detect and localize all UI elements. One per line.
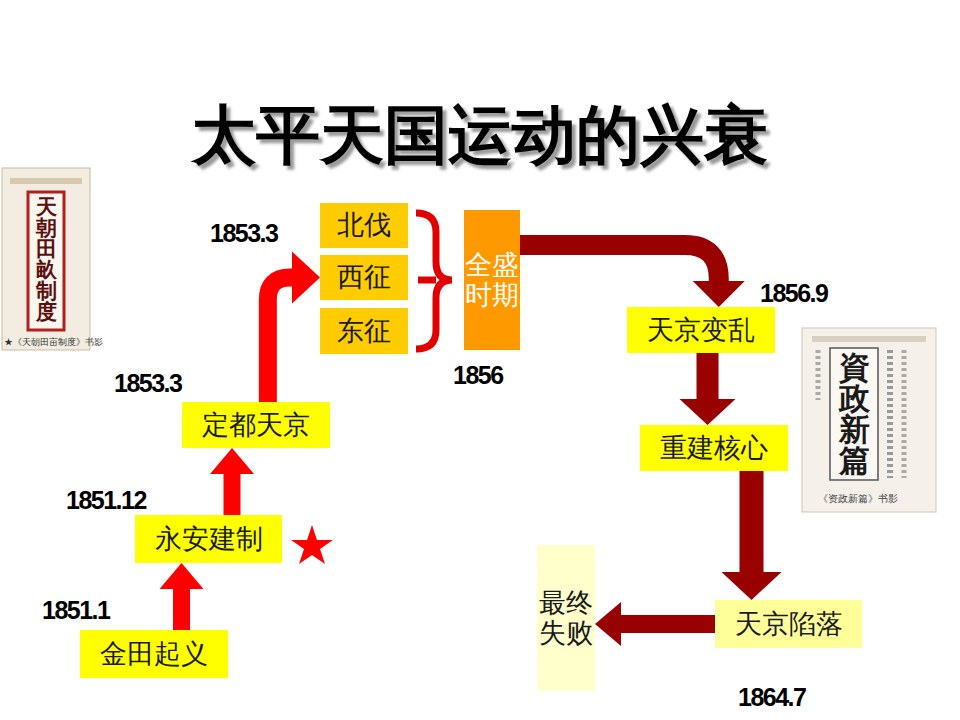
- stage-box: 东征: [320, 308, 408, 354]
- box-label: 东征: [337, 316, 391, 346]
- group-brace: [418, 277, 436, 284]
- stage-box: 永安建制: [135, 515, 282, 563]
- stage-box: 重建核心: [640, 425, 788, 471]
- arrow-shaft: [697, 353, 719, 399]
- flow-arrow: [160, 563, 204, 630]
- stage-box: 最终失败: [537, 545, 595, 691]
- book-title: 天朝田畝制度: [33, 196, 59, 322]
- arrow-head: [595, 602, 621, 646]
- flow-arrow: [595, 602, 715, 646]
- book-cover: [2, 168, 90, 350]
- star-symbol: [291, 525, 333, 564]
- arrow-shaft: [740, 471, 764, 572]
- book-title: 資政新篇: [835, 352, 873, 476]
- box-label: 西征: [337, 262, 391, 292]
- arrow-head: [693, 281, 745, 307]
- arrow-shaft: [520, 245, 719, 281]
- box-label: 永安建制: [155, 524, 263, 554]
- date-label: 1864.7: [738, 683, 805, 712]
- stage-box: 定都天京: [182, 402, 330, 448]
- stage-box: 西征: [320, 255, 408, 300]
- book-frame: [830, 348, 878, 480]
- diagram-title: 太平天国运动的兴衰: [0, 92, 960, 179]
- box-label: 重建核心: [660, 433, 768, 463]
- box-label: 天京陷落: [735, 609, 843, 639]
- date-label: 1851.1: [42, 596, 109, 625]
- book-small-print: [902, 350, 907, 478]
- date-label: 1851.12: [66, 486, 146, 515]
- flow-arrow: [268, 252, 320, 403]
- stage-box: 天京变乱: [627, 307, 775, 353]
- group-brace: [416, 213, 452, 349]
- date-label: 1856: [453, 361, 503, 390]
- image-caption: ★《天朝田亩制度》书影: [4, 337, 103, 349]
- stage-box: 天京陷落: [715, 600, 862, 648]
- book-header: [10, 178, 82, 184]
- box-label: 北伐: [337, 210, 391, 240]
- book-frame: [28, 192, 64, 330]
- book-cover: [802, 328, 936, 512]
- box-label: 定都天京: [202, 410, 310, 440]
- arrow-shaft: [621, 615, 715, 633]
- arrow-shaft: [268, 278, 292, 403]
- book-small-print: [816, 350, 821, 400]
- flow-arrow: [520, 245, 745, 307]
- arrow-head: [292, 252, 320, 304]
- stage-box: 全盛时期: [464, 210, 520, 350]
- arrow-head: [722, 572, 782, 600]
- date-label: 1856.9: [760, 279, 827, 308]
- stage-box: 金田起义: [80, 630, 228, 678]
- box-label: 天京变乱: [647, 315, 755, 345]
- arrow-shaft: [173, 589, 190, 630]
- arrow-head: [680, 399, 736, 425]
- arrow-shaft: [224, 474, 241, 515]
- box-label: 金田起义: [100, 639, 208, 669]
- flow-arrow: [722, 471, 782, 600]
- stage-box: 北伐: [320, 203, 408, 248]
- box-label: 全盛时期: [464, 250, 520, 310]
- flow-arrow: [210, 448, 254, 515]
- arrow-head: [160, 563, 204, 589]
- image-caption: 《资政新篇》书影: [818, 492, 898, 506]
- box-label: 最终失败: [537, 588, 595, 648]
- date-label: 1853.3: [210, 219, 277, 248]
- book-small-print: [887, 350, 893, 478]
- date-label: 1853.3: [114, 369, 181, 398]
- arrow-head: [210, 448, 254, 474]
- flow-arrow: [680, 353, 736, 425]
- book-header: [812, 336, 926, 342]
